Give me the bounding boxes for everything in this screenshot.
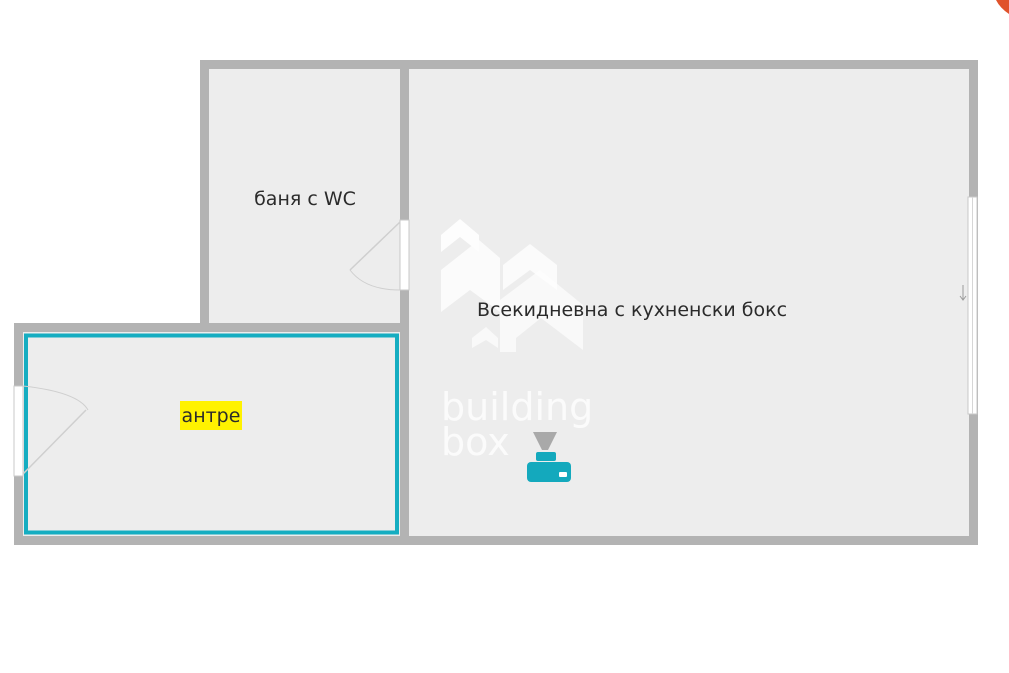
bathroom-door-icon [349,219,410,291]
entrance-door-icon [13,385,89,477]
bathroom-floor[interactable] [209,69,400,323]
corner-accent [996,0,1009,14]
hallway-selection-outline [24,333,399,535]
camera-icon[interactable] [527,432,571,482]
hallway-label-highlight [180,401,242,430]
living-room-label: Всекидневна с кухненски бокс [477,299,787,321]
hallway-label: антре [182,405,241,427]
watermark-line1: building [441,385,593,429]
building-box-logo-icon: building box [441,219,593,464]
bathroom-label: баня с WC [254,188,356,210]
window-icon [959,196,978,415]
hallway-floor[interactable] [23,332,400,536]
watermark-line2: box [441,420,510,464]
